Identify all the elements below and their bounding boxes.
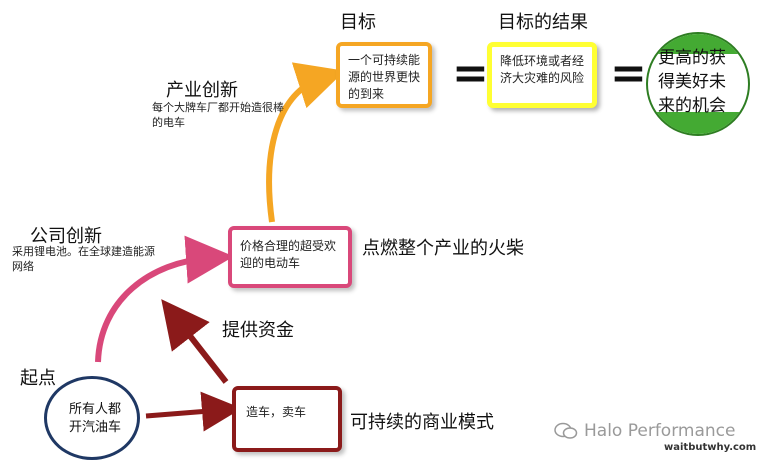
result-box: 降低环境或者经济大灾难的风险 — [487, 42, 597, 108]
start-circle: 所有人都开汽油车 — [44, 376, 140, 460]
industry-innovation-desc: 每个大牌车厂都开始造很棒的电车 — [152, 101, 284, 129]
equals-sign-2: = — [610, 48, 647, 99]
equals-sign-1: = — [452, 48, 489, 99]
provide-funding-label: 提供资金 — [222, 320, 294, 341]
start-circle-text: 所有人都开汽油车 — [68, 402, 121, 435]
make-sell-box: 造车，卖车 — [232, 386, 342, 452]
arrow-ev-to-goal — [266, 62, 345, 223]
final-circle: 更高的获得美好未来的机会 — [648, 34, 748, 134]
arrow-start-to-ev — [95, 235, 234, 363]
goal-box: 一个可持续能源的世界更快的到来 — [336, 42, 432, 108]
goal-label: 目标 — [340, 12, 376, 33]
arrow-start-to-business — [145, 391, 242, 432]
ignite-industry-label: 点燃整个产业的火柴 — [362, 238, 524, 259]
final-circle-text: 更高的获得美好未来的机会 — [658, 48, 726, 116]
goal-result-label: 目标的结果 — [498, 12, 588, 33]
affordable-ev-box: 价格合理的超受欢迎的电动车 — [228, 226, 352, 288]
company-innovation-label: 公司创新 — [30, 226, 102, 247]
arrow-funding — [161, 299, 229, 384]
sustainable-business-label: 可持续的商业模式 — [350, 412, 494, 433]
watermark-site: waitbutwhy.com — [664, 442, 757, 453]
chat-bubble-icon — [554, 422, 578, 440]
start-label: 起点 — [20, 368, 56, 389]
industry-innovation-label: 产业创新 — [166, 80, 238, 101]
watermark-brand: Halo Performance — [584, 421, 736, 441]
company-innovation-desc: 采用锂电池。在全球建造能源网络 — [12, 245, 155, 273]
